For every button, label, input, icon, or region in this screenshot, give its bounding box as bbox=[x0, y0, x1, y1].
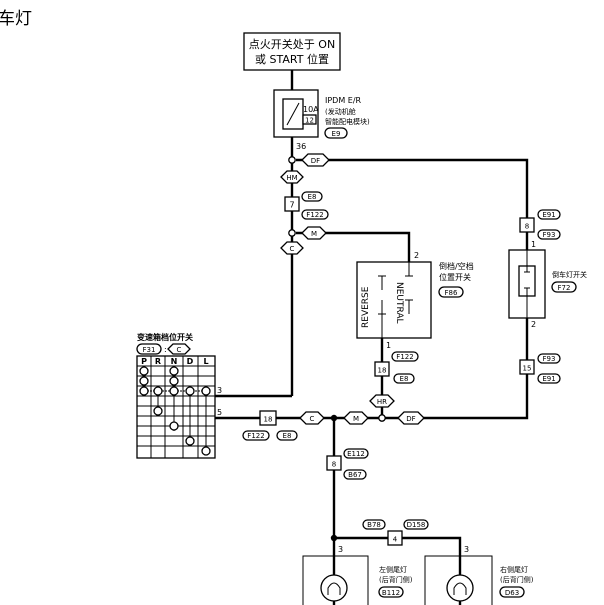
pin-7: 7 bbox=[289, 201, 294, 210]
page-title: 车灯 bbox=[0, 9, 32, 29]
trans-col-d: D bbox=[187, 357, 194, 366]
connector-c-bottom: C bbox=[310, 415, 315, 423]
trans-col-p: P bbox=[141, 357, 147, 366]
neutral-switch-connector: F86 bbox=[445, 289, 458, 297]
lamp-feed-connectors: E112 8 B67 B78 D158 4 3 3 bbox=[326, 448, 469, 554]
backup-pin-2: 2 bbox=[531, 320, 536, 329]
connector-f122-top: F122 bbox=[306, 211, 323, 219]
pin-8-bottom: 8 bbox=[332, 461, 336, 469]
connector-e112: E112 bbox=[347, 450, 365, 458]
neutral-pin-2: 2 bbox=[414, 251, 419, 260]
trans-pin-3: 3 bbox=[217, 386, 222, 395]
ipdm-desc2: 智能配电模块) bbox=[325, 117, 370, 126]
ipdm-connector: E9 bbox=[332, 130, 341, 138]
connector-f93-top: F93 bbox=[543, 231, 556, 239]
connector-e8-bottom: E8 bbox=[283, 432, 292, 440]
trans-grid-lines bbox=[137, 356, 215, 458]
neutral-label: NEUTRAL bbox=[394, 282, 404, 324]
pin-18-mid: 18 bbox=[378, 367, 387, 375]
connector-e8-top: E8 bbox=[308, 193, 317, 201]
connector-d158: D158 bbox=[407, 521, 426, 529]
lamp-left-label2: (后背门侧) bbox=[379, 575, 413, 584]
pin-4: 4 bbox=[393, 536, 398, 544]
junction-dots bbox=[330, 414, 338, 542]
connector-df-top: DF bbox=[311, 157, 320, 165]
connector-b78: B78 bbox=[367, 521, 381, 529]
connector-c-top: C bbox=[290, 245, 295, 253]
connector-b67: B67 bbox=[348, 471, 362, 479]
fuse-number: 12 bbox=[305, 117, 314, 125]
bottom-bus-connectors: 3 5 18 F122 E8 C M DF bbox=[217, 386, 425, 441]
lamp-right-pin-3: 3 bbox=[464, 545, 469, 554]
connector-hr: HR bbox=[377, 398, 387, 406]
neutral-pin-1: 1 bbox=[386, 341, 391, 350]
connector-f122-mid: F122 bbox=[396, 353, 413, 361]
trans-connector: F31 bbox=[143, 346, 156, 354]
connector-hm: HM bbox=[286, 174, 297, 182]
connector-f93-bottom: F93 bbox=[543, 355, 556, 363]
trans-col-n: N bbox=[171, 357, 178, 366]
connector-e91-bottom: E91 bbox=[542, 375, 555, 383]
lamp-left-label1: 左侧尾灯 bbox=[379, 565, 407, 574]
trans-connector2: C bbox=[177, 346, 182, 354]
trans-sep: : bbox=[164, 345, 167, 354]
neutral-switch-label1: 倒档/空档 bbox=[439, 261, 474, 271]
transmission-range-switch: 变速箱档位开关 F31 : C P R N D L bbox=[136, 332, 216, 459]
ignition-line1: 点火开关处于 ON bbox=[249, 37, 335, 51]
lamp-left: 左侧尾灯 (后背门侧) B112 bbox=[302, 555, 413, 605]
lamp-right-label1: 右侧尾灯 bbox=[500, 565, 528, 574]
pin-18-left: 18 bbox=[264, 416, 273, 424]
lamp-right-label2: (后背门侧) bbox=[500, 575, 534, 584]
lamp-left-connector: B112 bbox=[382, 589, 400, 597]
backup-pin-1: 1 bbox=[531, 240, 536, 249]
backup-lamp-switch: E91 8 F93 1 2 倒车灯开关 F72 F93 15 E91 bbox=[508, 209, 587, 384]
connector-e8-mid: E8 bbox=[400, 375, 409, 383]
backup-switch-label: 倒车灯开关 bbox=[552, 270, 587, 279]
trans-col-l: L bbox=[203, 357, 208, 366]
ipdm-desc1: (发动机舱 bbox=[325, 107, 356, 116]
trans-title: 变速箱档位开关 bbox=[137, 332, 193, 342]
trans-col-r: R bbox=[155, 357, 161, 366]
fuse-rating: 10A bbox=[303, 105, 319, 114]
ignition-switch-box: 点火开关处于 ON 或 START 位置 bbox=[243, 32, 341, 71]
connector-f122-bottom: F122 bbox=[247, 432, 264, 440]
neutral-lower-connector: F122 18 E8 HR bbox=[369, 351, 419, 408]
lamp-left-pin-3: 3 bbox=[338, 545, 343, 554]
backup-switch-connector: F72 bbox=[558, 284, 571, 292]
ipdm-title: IPDM E/R bbox=[325, 96, 362, 105]
connector-df-bottom: DF bbox=[406, 415, 415, 423]
connector-m-top: M bbox=[311, 230, 317, 238]
neutral-position-switch: 2 NEUTRAL REVERSE 倒档/空档 位置开关 F86 1 bbox=[356, 251, 474, 350]
trans-contacts bbox=[139, 366, 211, 456]
trunk-connectors: DF HM E8 7 F122 M C bbox=[280, 153, 330, 255]
ipdm-terminal: 36 bbox=[296, 142, 306, 151]
lamp-right: 右侧尾灯 (后背门侧) D63 bbox=[424, 555, 534, 605]
pin-15: 15 bbox=[523, 365, 532, 373]
connector-e91-top: E91 bbox=[542, 211, 555, 219]
lamp-right-connector: D63 bbox=[505, 589, 519, 597]
ipdm-module: 10A 12 IPDM E/R (发动机舱 智能配电模块) E9 36 bbox=[273, 89, 370, 151]
pin-8-right: 8 bbox=[525, 223, 529, 231]
neutral-switch-label2: 位置开关 bbox=[439, 272, 471, 282]
reverse-label: REVERSE bbox=[361, 286, 371, 328]
trans-pin-5: 5 bbox=[217, 408, 222, 417]
ignition-line2: 或 START 位置 bbox=[255, 52, 329, 66]
connector-m-bottom: M bbox=[353, 415, 359, 423]
